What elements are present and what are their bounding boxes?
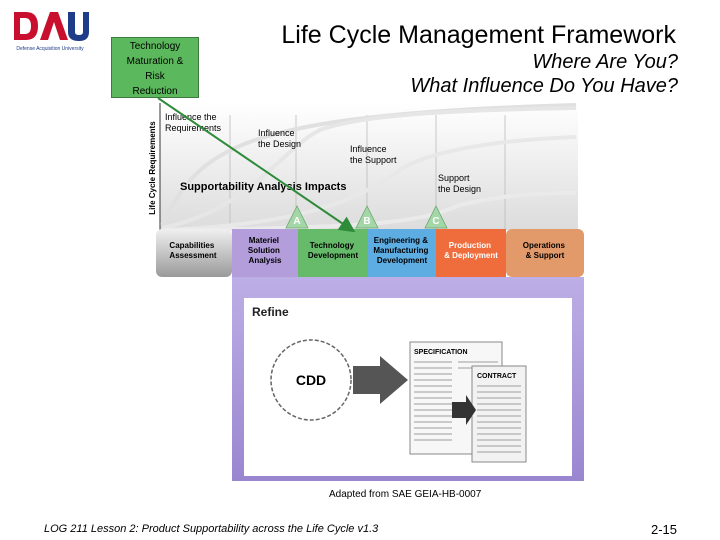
label-influence-support: Influence the Support [350, 144, 397, 165]
phase-line: Capabilities [169, 241, 214, 250]
milestone-c-marker [424, 205, 448, 229]
milestone-b-marker [355, 205, 379, 229]
contract-arrow [452, 395, 476, 425]
phase-line: Materiel [249, 236, 279, 245]
phase-line: & Support [526, 251, 565, 260]
phase-line: & Deployment [444, 251, 498, 260]
phase-operations [506, 229, 584, 277]
milestone-b-label: B [363, 216, 370, 227]
phase-materiel [232, 229, 298, 277]
label-influence-requirements: Influence the Requirements [165, 112, 222, 133]
phase-production-label: Production & Deployment [444, 241, 498, 260]
curve-support [161, 135, 577, 232]
milestone-a-label: A [293, 216, 300, 227]
cdd-circle [270, 339, 352, 421]
phase-materiel-label: Materiel Solution Analysis [248, 236, 282, 265]
phase-capabilities [156, 229, 232, 277]
label-support-design: Support the Design [438, 173, 481, 194]
callout-line: Maturation & [126, 56, 184, 67]
footer-course-title: LOG 211 Lesson 2: Product Supportability… [44, 523, 379, 535]
phase-technology-label: Technology Development [308, 241, 359, 260]
callout-line: Technology [129, 41, 181, 52]
page-title: Life Cycle Management Framework [281, 21, 676, 49]
label-line: Influence the [165, 112, 217, 122]
footer-page-number: 2-15 [651, 522, 678, 537]
refine-label: Refine [252, 305, 289, 319]
label-line: Requirements [165, 123, 222, 133]
phase-line: Assessment [169, 251, 216, 260]
phase-emd [368, 229, 436, 277]
phase-capabilities-label: Capabilities Assessment [169, 241, 216, 260]
supportability-impacts-label: Supportability Analysis Impacts [180, 181, 346, 193]
phase-technology [298, 229, 368, 277]
label-line: the Design [438, 184, 481, 194]
contract-label: CONTRACT [477, 373, 517, 380]
phase-emd-label: Engineering & Manufacturing Development [373, 236, 430, 265]
phase-line: Engineering & [374, 236, 428, 245]
tech-maturation-callout: Technology Maturation & Risk Reduction [111, 37, 199, 98]
label-line: Influence [350, 144, 387, 154]
phase-line: Development [308, 251, 359, 260]
cdd-label: CDD [296, 372, 326, 388]
phase-line: Operations [523, 241, 566, 250]
callout-line: Reduction [132, 86, 178, 97]
logo-subtext: Defense Acquisition University [16, 46, 84, 52]
contract-lines [477, 385, 521, 453]
contract-document [471, 365, 527, 463]
phase-line: Production [449, 241, 491, 250]
phase-line: Analysis [249, 256, 282, 265]
phase-line: Solution [248, 246, 280, 255]
phase-production [436, 229, 506, 277]
y-axis-label: Life Cycle Requirements [148, 121, 157, 215]
label-line: Influence [258, 128, 295, 138]
source-credit: Adapted from SAE GEIA-HB-0007 [329, 489, 482, 500]
phase-line: Manufacturing [373, 246, 428, 255]
refine-arrow [353, 356, 408, 404]
subtitle-line-2: What Influence Do You Have? [410, 75, 678, 97]
phase-operations-label: Operations & Support [523, 241, 567, 260]
label-line: Support [438, 173, 470, 183]
label-influence-design: Influence the Design [258, 128, 301, 149]
callout-line: Risk [145, 71, 165, 82]
phase-line: Technology [310, 241, 355, 250]
page-subtitle: Where Are You? What Influence Do You Hav… [300, 50, 678, 98]
callout-connector [157, 97, 356, 233]
milestone-a-marker [285, 205, 309, 229]
curve-design [161, 106, 577, 230]
milestone-c-label: C [432, 216, 439, 227]
dau-logo: Defense Acquisition University [14, 12, 89, 52]
label-line: the Support [350, 155, 397, 165]
subtitle-line-1: Where Are You? [532, 51, 678, 73]
specification-label: SPECIFICATION [414, 349, 468, 356]
label-line: the Design [258, 139, 301, 149]
phase-line: Development [377, 256, 428, 265]
